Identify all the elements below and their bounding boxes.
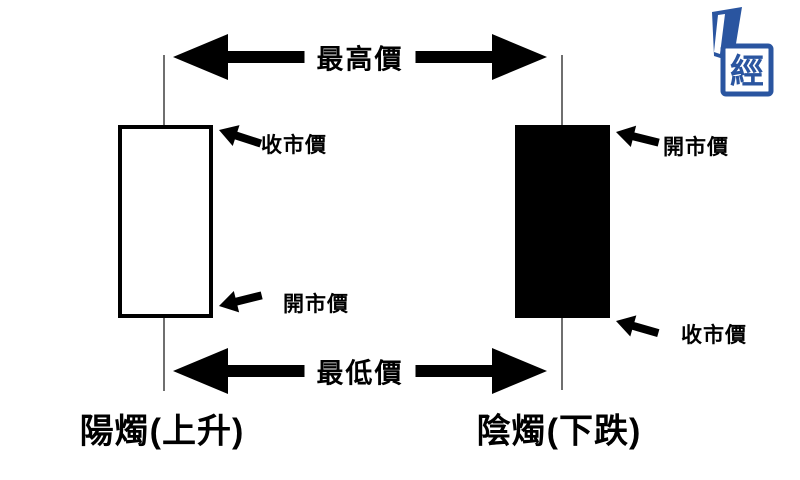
bearish-candle-title: 陰燭(下跌) bbox=[476, 412, 642, 451]
right-candle-close-price-label: 收市價 bbox=[681, 324, 747, 347]
right-candle-open-price-label: 開市價 bbox=[663, 136, 729, 159]
left-candle-upper-wick bbox=[163, 55, 165, 125]
left-candle-open-price-label: 開市價 bbox=[283, 293, 349, 316]
bearish-candle-body bbox=[515, 125, 610, 318]
logo-ribbon bbox=[712, 7, 742, 62]
logo-ribbon-stripe bbox=[714, 14, 725, 54]
right-candle-upper-wick bbox=[561, 55, 563, 125]
logo: 經 bbox=[712, 7, 774, 97]
highest-price-label: 最高價 bbox=[304, 35, 416, 79]
close-price-pointer-left-candle bbox=[219, 125, 263, 148]
left-candle-close-price-label: 收市價 bbox=[261, 134, 327, 157]
open-price-pointer-right-candle bbox=[616, 125, 660, 148]
logo-character: 經 bbox=[730, 53, 764, 91]
close-price-pointer-right-candle bbox=[616, 315, 660, 337]
open-price-pointer-left-candle bbox=[219, 290, 263, 313]
right-candle-lower-wick bbox=[561, 318, 563, 390]
lowest-price-label: 最低價 bbox=[304, 349, 416, 393]
bullish-candle-body bbox=[118, 125, 213, 318]
bullish-candle-title: 陽燭(上升) bbox=[79, 412, 245, 451]
logo-box bbox=[720, 43, 774, 97]
left-candle-lower-wick bbox=[163, 318, 165, 391]
